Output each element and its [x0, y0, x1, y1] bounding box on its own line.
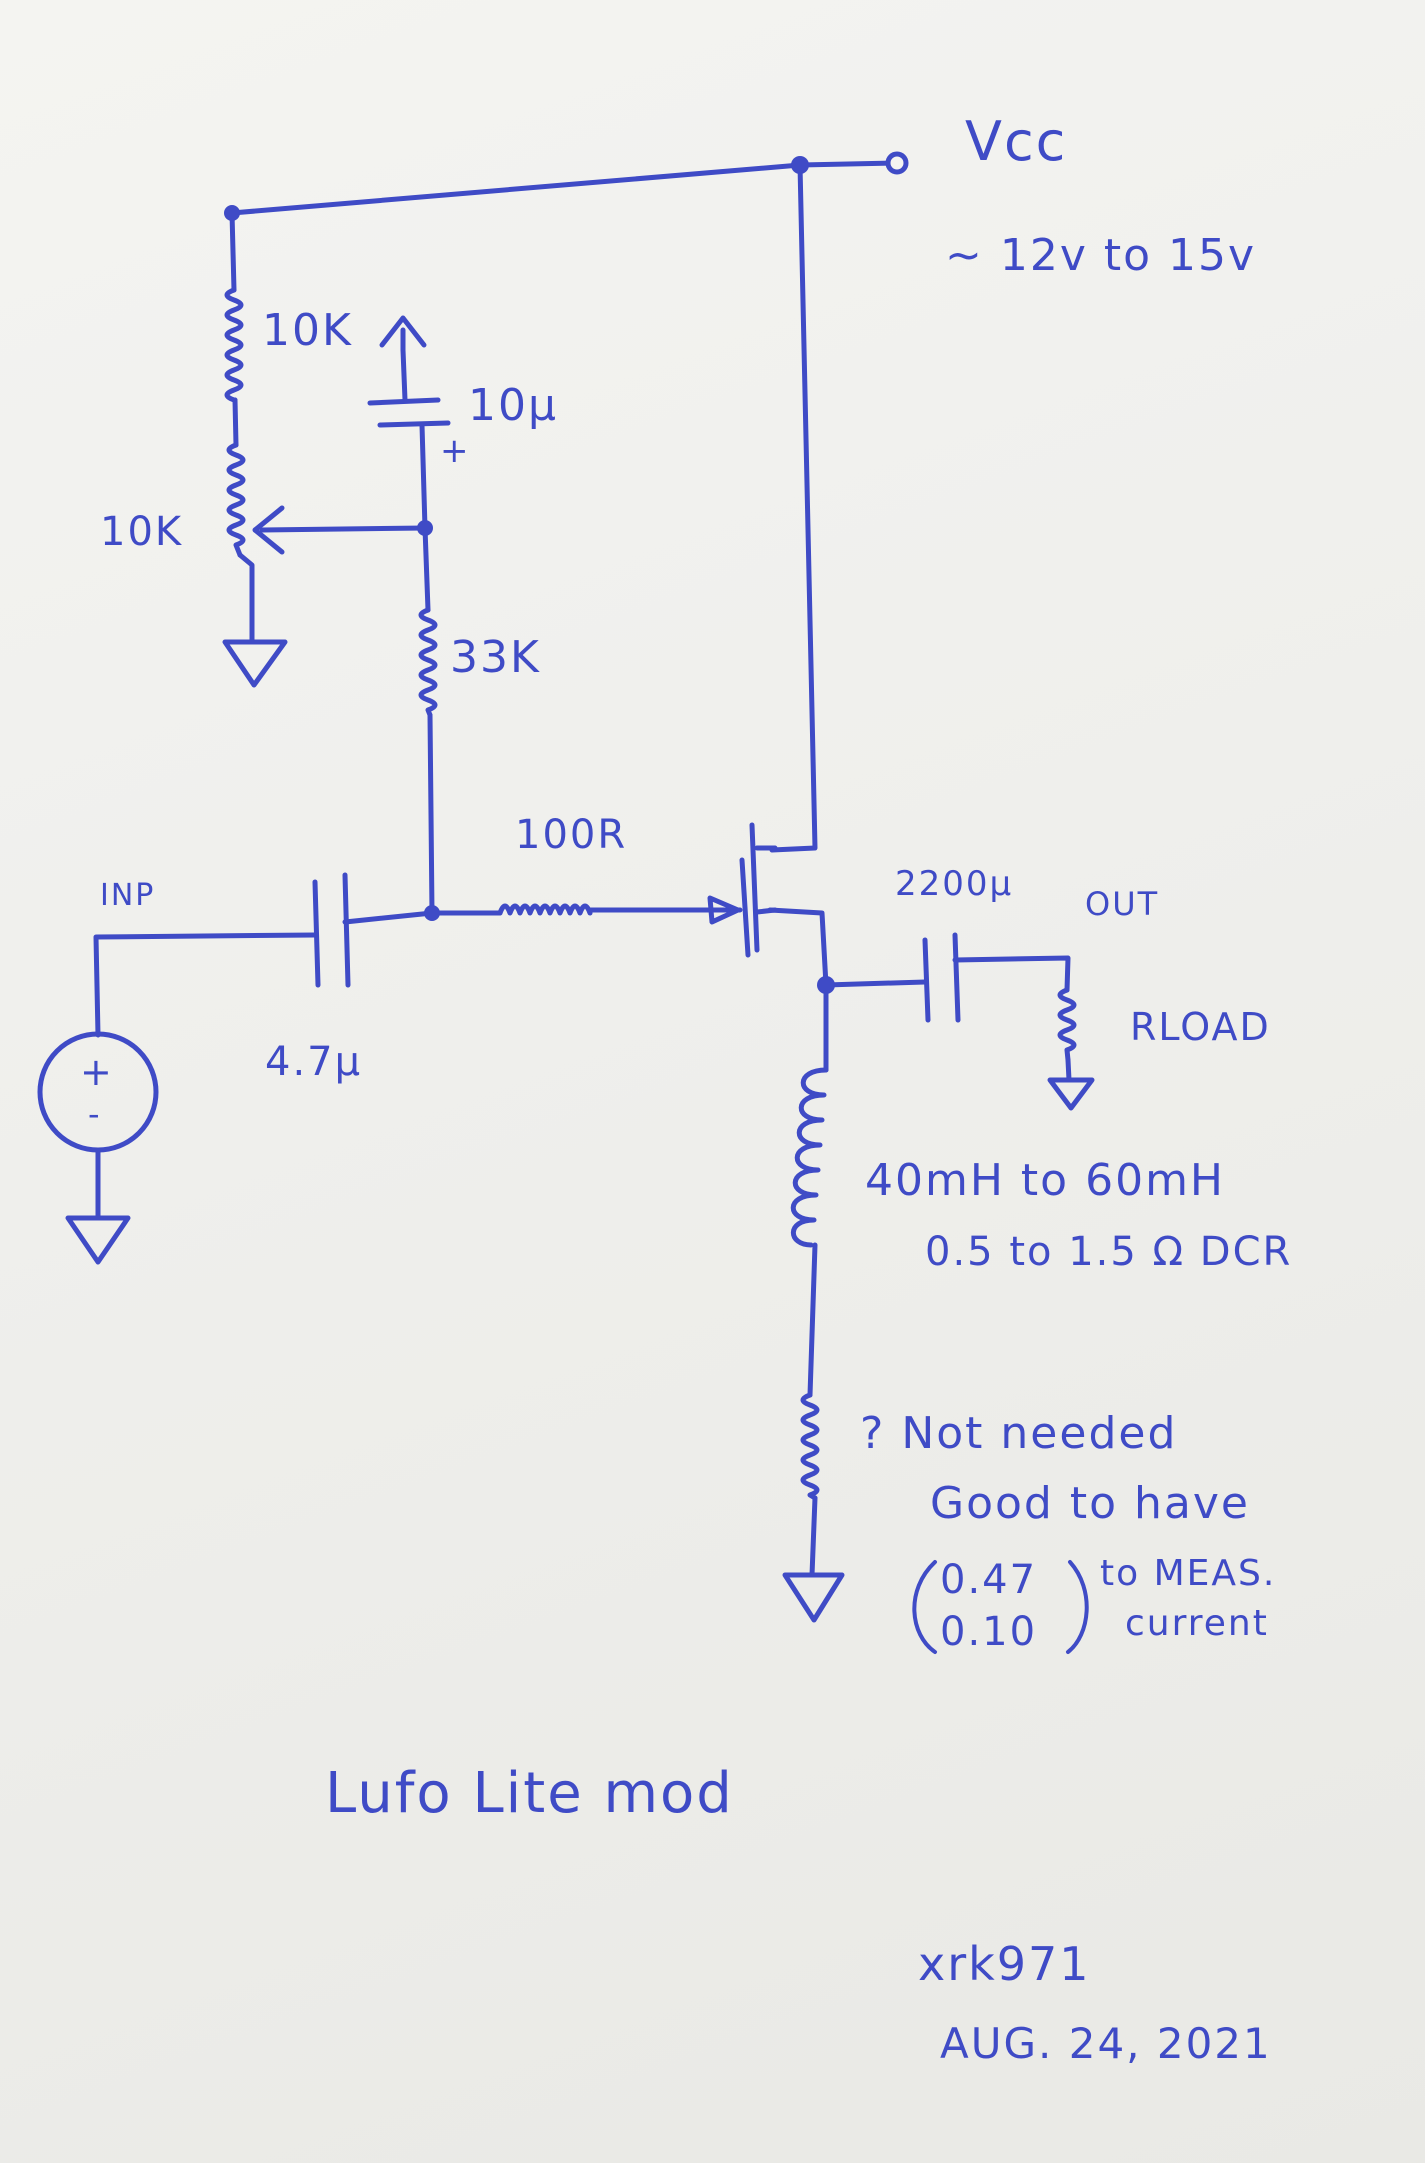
sense-values-open-paren [912, 1560, 937, 1654]
mosfet-channel [749, 822, 760, 953]
resistor-100r [497, 903, 593, 916]
vcc-terminal [885, 151, 909, 175]
coupling-cap-label: 4.7µ [265, 1039, 362, 1085]
sense-value-1: 0.47 [940, 1557, 1037, 1603]
vcc-range-label: ~ 12v to 15v [945, 230, 1256, 281]
sense-ground-symbol [782, 1572, 845, 1623]
sense-note-question: ? Not needed [860, 1408, 1177, 1459]
mosfet-gate-arrow [707, 895, 741, 925]
pot-wiper-arrow [252, 505, 285, 555]
input-wire [93, 932, 318, 1038]
bypass-cap-label: 10µ [468, 380, 558, 431]
bypass-cap-lead [419, 422, 428, 531]
date-label: AUG. 24, 2021 [940, 2019, 1272, 2068]
coupling-right-wire [342, 910, 503, 925]
load-ground-symbol [1047, 1057, 1095, 1111]
mosfet-symbol [707, 822, 778, 958]
sense-bottom-wire [809, 1495, 818, 1578]
cap-supply-arrow [379, 315, 427, 353]
divider-top-wire [229, 210, 237, 293]
schematic-title: Lufo Lite mod [325, 1761, 734, 1826]
potentiometer-10k [226, 442, 246, 558]
output-capacitor-2200u [922, 932, 961, 1023]
inductor-dcr-label: 0.5 to 1.5 Ω DCR [925, 1229, 1292, 1275]
junction-vcc-node [791, 156, 809, 174]
junction-divider-top [224, 205, 240, 221]
sense-note-measure: to MEAS. [1100, 1553, 1276, 1594]
input-signal-source: + - [37, 1031, 159, 1153]
bypass-cap-polarity: + [440, 431, 471, 471]
resistor-33k-label: 33K [450, 632, 541, 683]
drain-supply-wire [769, 162, 818, 853]
divider-mid-wire [232, 397, 239, 448]
load-label: RLOAD [1130, 1005, 1271, 1049]
node-33k-wire [422, 525, 431, 613]
sense-value-2: 0.10 [940, 1609, 1037, 1655]
output-cap-label: 2200µ [895, 864, 1013, 904]
source-ground-symbol [65, 1215, 131, 1265]
pot-label: 10K [100, 509, 183, 555]
mosfet-gate-plate [739, 857, 751, 958]
gate-stopper-label: 100R [515, 812, 627, 858]
resistor-10k-top [224, 287, 244, 403]
pot-ground-wire [237, 552, 255, 645]
pot-ground-symbol [222, 639, 288, 688]
vcc-label: Vcc [965, 110, 1067, 173]
resistor-10k-top-label: 10K [262, 305, 353, 356]
load-resistor [1057, 987, 1077, 1063]
resistor-33k [418, 607, 438, 718]
mosfet-source-lead [754, 907, 778, 915]
bypass-capacitor-10u [367, 397, 451, 428]
source-minus-sign: - [88, 1095, 102, 1133]
out-cap-right-wire [952, 955, 1071, 993]
inductor-range-label: 40mH to 60mH [865, 1155, 1225, 1206]
junction-gate-node [424, 905, 440, 921]
source-plus-sign: + [80, 1050, 114, 1094]
junction-output-node [817, 976, 835, 994]
out-cap-left-wire [823, 979, 928, 988]
cap-top-lead [400, 347, 408, 403]
sense-note-good: Good to have [930, 1478, 1250, 1529]
inductor-bottom-wire [807, 1242, 818, 1398]
input-label: INP [100, 878, 155, 913]
junction-bias-node [417, 520, 433, 536]
wires [93, 160, 1071, 1578]
author-label: xrk971 [918, 1937, 1091, 1991]
sense-values-close-paren [1066, 1560, 1089, 1654]
wiper-wire [259, 525, 428, 533]
sense-resistor [800, 1392, 820, 1501]
output-label: OUT [1085, 885, 1159, 923]
inductor-coil [790, 1067, 829, 1248]
gate-bias-wire [427, 712, 435, 916]
source-wire [767, 907, 829, 988]
coupling-capacitor-4u7 [312, 872, 351, 988]
sense-note-current: current [1125, 1603, 1269, 1644]
